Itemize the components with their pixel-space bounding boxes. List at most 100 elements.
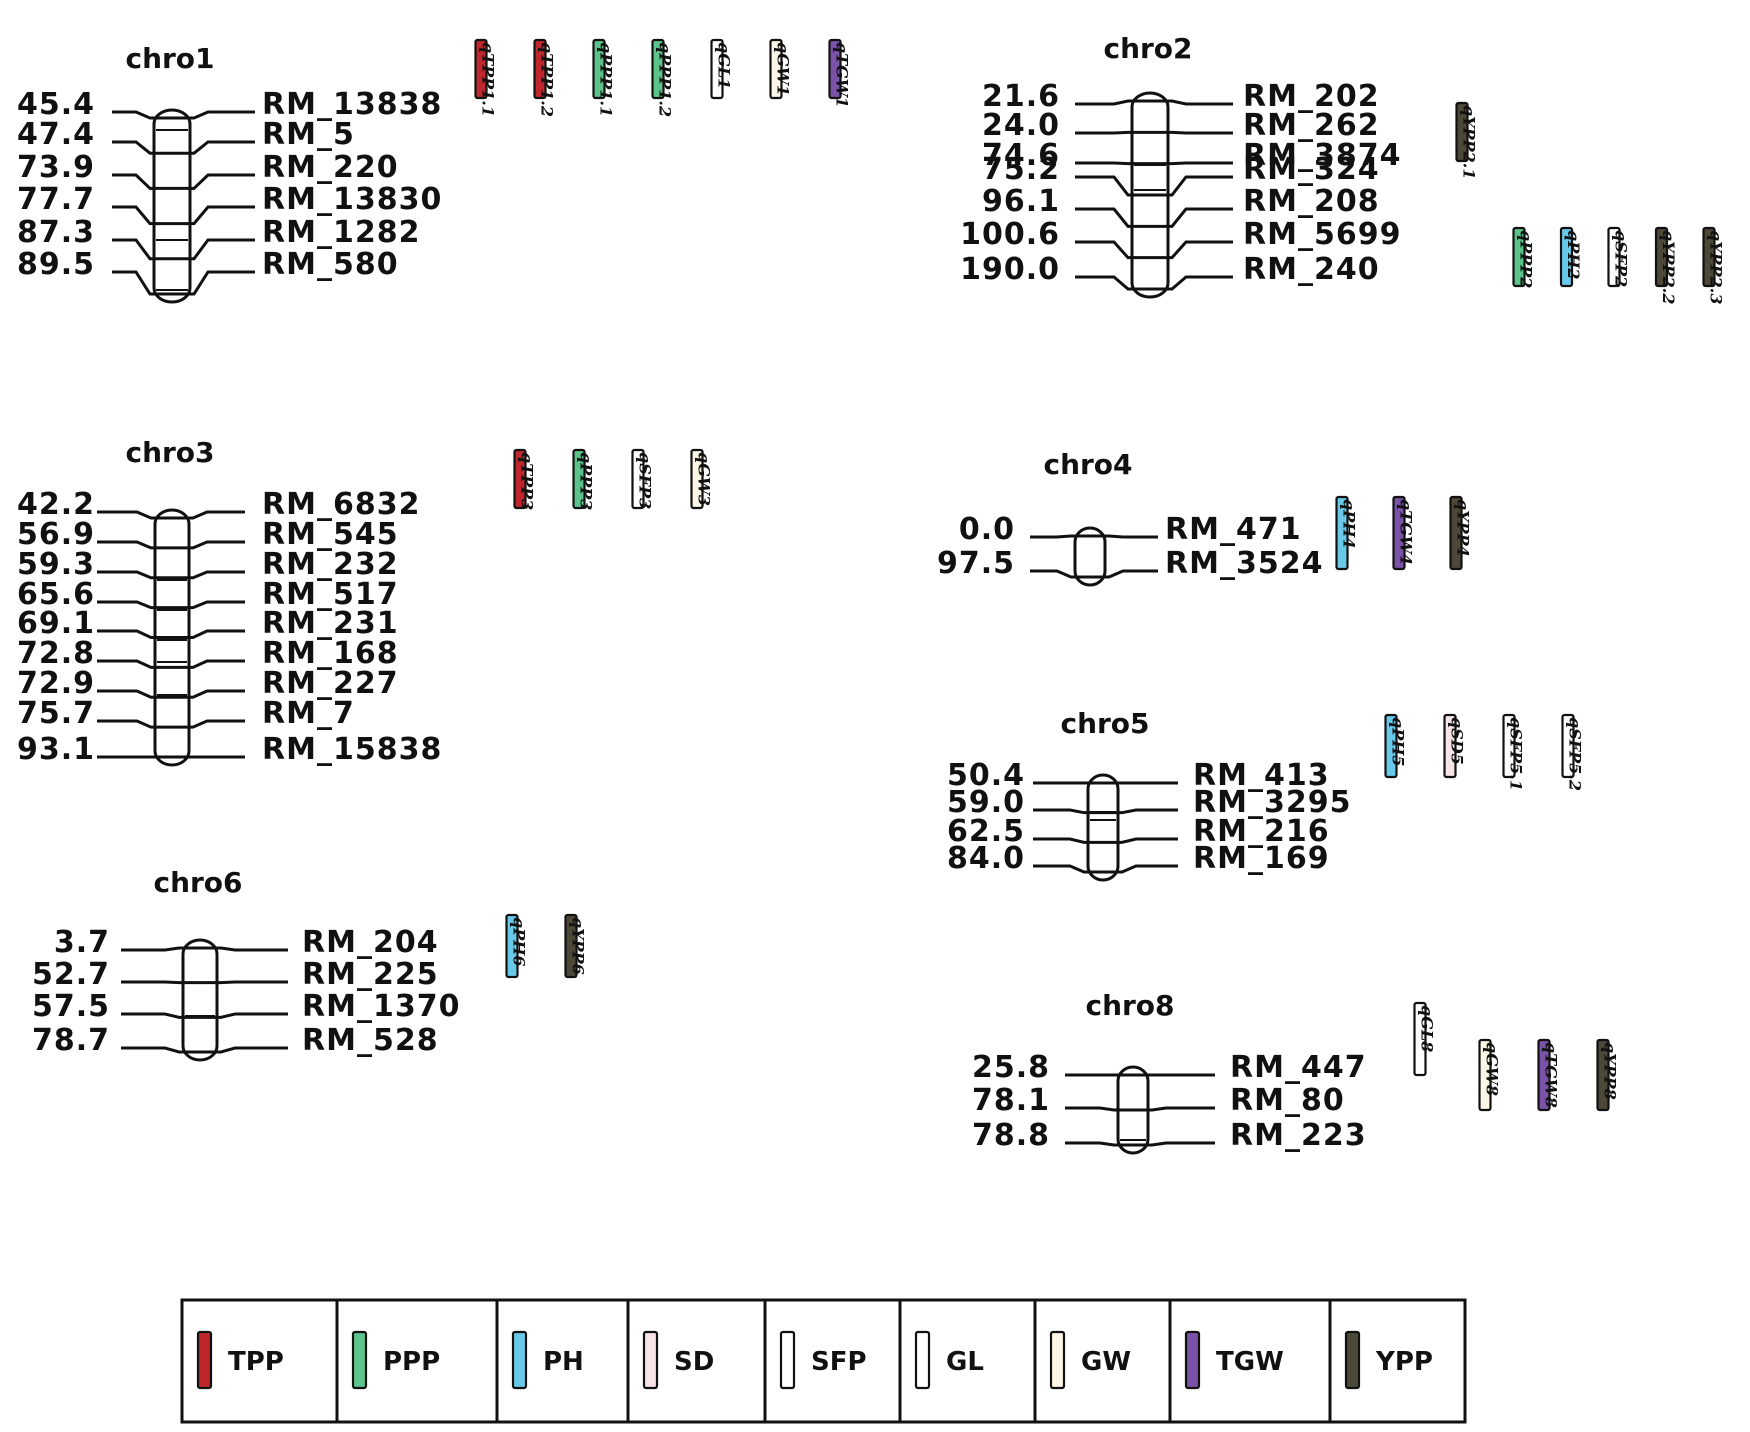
marker-name: RM_208	[1243, 184, 1380, 219]
marker-line	[97, 540, 245, 550]
marker-position: 3.7	[54, 925, 110, 960]
marker-line	[1075, 130, 1233, 135]
marker-position: 78.7	[32, 1023, 110, 1058]
marker-line	[1065, 1141, 1215, 1147]
marker-name: RM_324	[1243, 152, 1380, 187]
marker-name: RM_231	[262, 606, 399, 641]
marker-name: RM_1282	[262, 215, 420, 250]
marker-name: RM_7	[262, 696, 355, 731]
qtl-label-qSFP5.1: qSFP5.1	[1507, 717, 1526, 791]
qtl-label-qPH4: qPH4	[1340, 499, 1359, 548]
qtl-bar-qPH4	[1335, 495, 1349, 571]
marker-position: 87.3	[17, 215, 95, 250]
qtl-label-qTPP1.2: qTPP1.2	[538, 42, 557, 117]
chromosome-body	[181, 938, 219, 1062]
marker-name: RM_220	[262, 150, 399, 185]
qtl-bar-qYPP8	[1596, 1038, 1610, 1112]
qtl-bar-qTGW8	[1537, 1038, 1551, 1112]
marker-name: RM_580	[262, 247, 399, 282]
marker-position: 89.5	[17, 247, 95, 282]
legend-label-ypp: YPP	[1375, 1347, 1433, 1377]
marker-line	[1033, 808, 1178, 815]
qtl-label-qGW8: qGW8	[1483, 1042, 1502, 1096]
marker-position: 72.9	[17, 666, 95, 701]
marker-line	[121, 946, 288, 952]
marker-name: RM_517	[262, 577, 399, 612]
chromosome-body	[152, 108, 192, 304]
marker-name: RM_5	[262, 117, 355, 152]
marker-position: 100.6	[960, 217, 1060, 252]
qtl-label-qPPP1.2: qPPP1.2	[656, 42, 675, 117]
marker-line	[112, 140, 255, 155]
qtl-label-qYPP4: qYPP4	[1454, 499, 1473, 557]
marker-position: 78.1	[972, 1083, 1050, 1118]
marker-position: 57.5	[32, 989, 110, 1024]
marker-position: 75.2	[982, 152, 1060, 187]
qtl-label-qYPP2.2: qYPP2.2	[1659, 230, 1678, 305]
marker-name: RM_80	[1230, 1083, 1345, 1118]
marker-line	[112, 270, 255, 296]
qtl-label-qSFP5.2: qSFP5.2	[1566, 717, 1585, 791]
qtl-bar-qGL8	[1413, 1001, 1427, 1077]
marker-name: RM_3874	[1243, 138, 1401, 173]
legend-swatch-gw	[1049, 1330, 1066, 1390]
legend-swatch-sfp	[779, 1330, 796, 1390]
qtl-label-qSFP3: qSFP3	[636, 452, 655, 509]
qtl-label-qSFP2: qSFP2	[1612, 230, 1631, 287]
qtl-label-qYPP2.1: qYPP2.1	[1460, 105, 1479, 180]
marker-position: 42.2	[17, 487, 95, 522]
chromosome-title: chro2	[1103, 32, 1192, 65]
qtl-label-qTGW4: qTGW4	[1397, 499, 1416, 565]
legend-label-tgw: TGW	[1216, 1347, 1284, 1377]
qtl-label-qPPP1.1: qPPP1.1	[597, 42, 616, 117]
legend-label-gl: GL	[946, 1347, 984, 1377]
qtl-label-qPPP3: qPPP3	[577, 452, 596, 510]
marker-line	[112, 238, 255, 261]
marker-name: RM_169	[1193, 841, 1330, 876]
qtl-bar-qTPP1.1	[474, 38, 488, 100]
marker-position: 24.0	[982, 108, 1060, 143]
marker-name: RM_1370	[302, 989, 460, 1024]
qtl-label-qGW3: qGW3	[695, 452, 714, 506]
marker-line	[112, 205, 255, 226]
qtl-label-qGW1: qGW1	[774, 42, 793, 96]
qtl-label-qPH6: qPH6	[510, 917, 529, 966]
marker-name: RM_528	[302, 1023, 439, 1058]
marker-line	[1033, 864, 1178, 874]
marker-line	[112, 173, 255, 190]
marker-line	[97, 719, 245, 729]
marker-line	[112, 110, 255, 120]
qtl-bar-qSFP5.1	[1502, 713, 1516, 779]
marker-name: RM_204	[302, 925, 439, 960]
qtl-label-qPPP2: qPPP2	[1517, 230, 1536, 288]
qtl-label-qYPP6: qYPP6	[569, 917, 588, 975]
qtl-bar-qPH2	[1559, 226, 1574, 288]
legend-swatch-tpp	[196, 1330, 213, 1390]
marker-position: 84.0	[947, 841, 1025, 876]
legend-swatch-gl	[914, 1330, 931, 1390]
qtl-bar-qTPP1.2	[533, 38, 547, 100]
qtl-label-qPH5: qPH5	[1389, 717, 1408, 766]
marker-line	[97, 659, 245, 669]
qtl-bar-qYPP2.3	[1702, 226, 1716, 288]
qtl-label-qTPP3: qTPP3	[518, 452, 537, 510]
marker-position: 93.1	[17, 732, 95, 767]
marker-line	[97, 570, 245, 580]
qtl-bar-qSFP5.2	[1561, 713, 1575, 779]
qtl-bar-qSD5	[1443, 713, 1457, 779]
marker-line	[97, 600, 245, 610]
marker-line	[97, 510, 245, 520]
marker-line	[1075, 240, 1233, 260]
marker-name: RM_223	[1230, 1118, 1367, 1153]
marker-name: RM_240	[1243, 252, 1380, 287]
marker-name: RM_232	[262, 547, 399, 582]
qtl-label-qTPP1.1: qTPP1.1	[479, 42, 498, 117]
marker-position: 74.6	[982, 138, 1060, 173]
qtl-label-qSD5: qSD5	[1448, 717, 1467, 765]
marker-line	[121, 1046, 288, 1054]
